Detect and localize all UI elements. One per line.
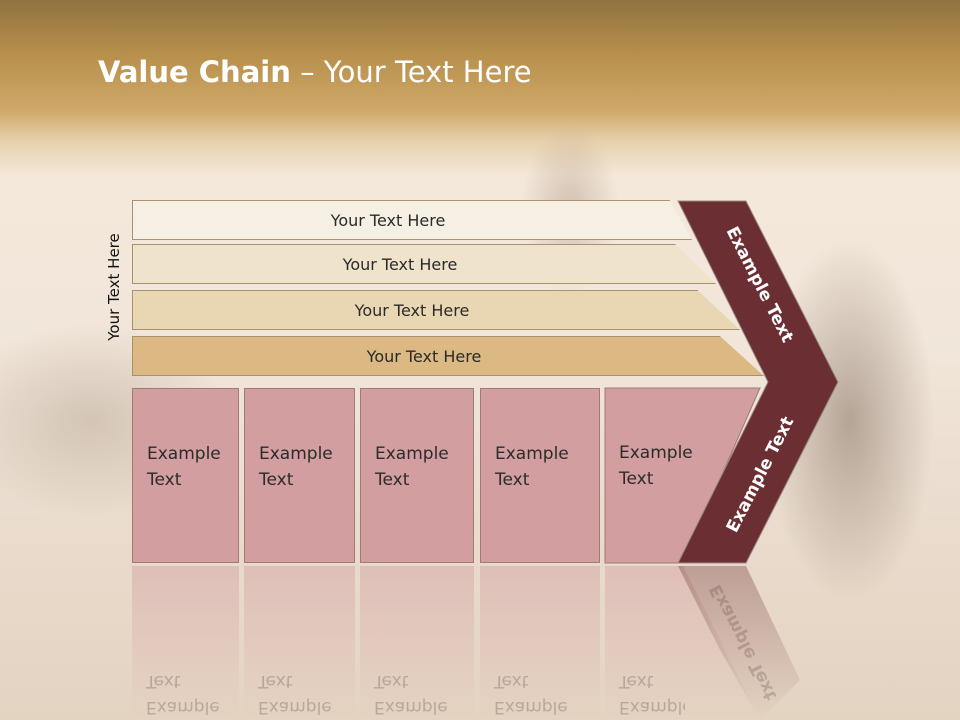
title-rest: – Your Text Here [290, 55, 532, 89]
refl-5-line1: Example [619, 697, 685, 717]
refl-3-line2: Text [374, 671, 409, 691]
box-5-line2: Text [619, 469, 654, 489]
band-1: Your Text Here [132, 200, 692, 240]
box-1-line1: Example [147, 444, 221, 464]
box-2-line2: Text [259, 470, 294, 490]
refl-4-line1: Example [494, 697, 568, 717]
title-bold: Value Chain [98, 55, 291, 89]
box-4-reflection: Example Text [480, 566, 600, 720]
refl-1-line1: Example [146, 697, 220, 717]
box-3-reflection: Example Text [360, 566, 474, 720]
activity-box-5: Example Text [605, 388, 725, 563]
refl-4-line2: Text [494, 671, 529, 691]
refl-3-line1: Example [374, 697, 448, 717]
band-4: Your Text Here [132, 336, 764, 376]
band-2: Your Text Here [132, 244, 716, 284]
value-chevron [677, 200, 839, 564]
box-4-line1: Example [495, 444, 569, 464]
box-1-reflection: Example Text [132, 566, 239, 720]
refl-2-line1: Example [258, 697, 332, 717]
refl-5-line2: Text [619, 671, 654, 691]
box-2-reflection: Example Text [244, 566, 355, 720]
refl-1-line2: Text [146, 671, 181, 691]
refl-2-line2: Text [258, 671, 293, 691]
slide-title: Value Chain – Your Text Here [98, 55, 532, 89]
box-5-line1: Example [619, 443, 693, 463]
band-2-label: Your Text Here [342, 254, 458, 274]
box-3-line2: Text [375, 470, 410, 490]
box-2-line1: Example [259, 444, 333, 464]
activity-box-1: Example Text [132, 388, 239, 563]
chevron-reflection [678, 566, 800, 720]
activity-box-3: Example Text [360, 388, 474, 563]
band-1-label: Your Text Here [330, 210, 446, 230]
box-4-line2: Text [495, 470, 530, 490]
band-4-label: Your Text Here [366, 346, 482, 366]
box-5-reflection-text: Example Text [605, 566, 685, 720]
box-1-line2: Text [147, 470, 182, 490]
band-3-label: Your Text Here [354, 300, 470, 320]
box-3-line1: Example [375, 444, 449, 464]
box-5-reflection [605, 566, 760, 720]
band-3: Your Text Here [132, 290, 740, 330]
activity-box-4: Example Text [480, 388, 600, 563]
activity-box-2: Example Text [244, 388, 355, 563]
